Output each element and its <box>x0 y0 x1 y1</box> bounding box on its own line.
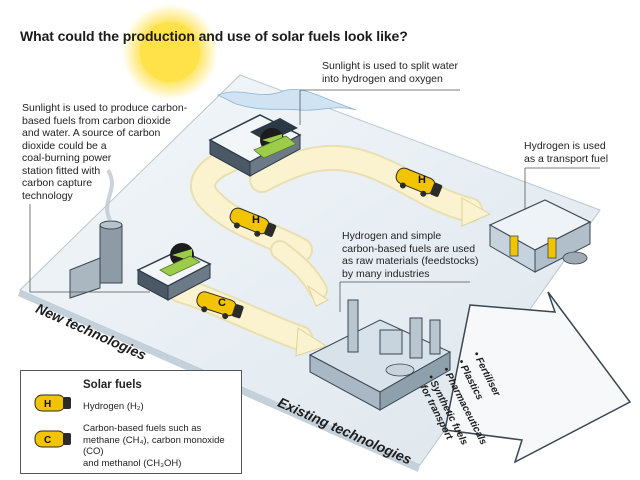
legend-line: and methanol (CH₃OH) <box>83 457 182 469</box>
legend-line: Carbon-based fuels such as <box>83 423 202 434</box>
tanker-carbon-letter: C <box>218 297 226 309</box>
callout-line: as a transport fuel <box>524 152 609 165</box>
tanker-hydrogen-1-letter: H <box>418 174 426 186</box>
callout-split-water: Sunlight is used to split water into hyd… <box>322 60 458 85</box>
callout-line: coal-burning power <box>22 152 112 164</box>
callout-line: dioxide could be a <box>22 139 107 152</box>
tanker-hydrogen-2 <box>229 207 277 237</box>
arrowhead <box>306 284 329 307</box>
arrowhead <box>295 327 328 357</box>
water-splitting-plant-icon <box>208 114 302 177</box>
river <box>217 88 357 111</box>
callout-line: carbon-based fuels are used <box>342 242 476 255</box>
legend-tanker-carbon-icon: C <box>34 430 71 448</box>
callout-line: station fitted with <box>22 164 101 177</box>
legend-hydrogen: Hydrogen (H₂) <box>83 401 144 412</box>
hydrogen-filling-station-icon <box>488 199 592 273</box>
tanker-hydrogen-2-letter: H <box>252 214 260 226</box>
callout-line: Hydrogen is used <box>524 140 606 152</box>
tanker-hydrogen-1 <box>395 167 443 197</box>
page-title: What could the production and use of sol… <box>20 28 408 44</box>
callout-feedstocks: Hydrogen and simple carbon-based fuels a… <box>342 230 479 280</box>
callout-line: based fuels from carbon dioxide <box>22 114 171 127</box>
svg-text:C: C <box>44 435 51 446</box>
legend-line: methane (CH₄), carbon monoxide (CO) <box>83 434 225 458</box>
industry-complex-icon <box>308 299 452 411</box>
legend-title: Solar fuels <box>83 379 142 391</box>
callout-line: Sunlight is used to produce carbon- <box>22 102 188 114</box>
carbon-fuel-plant-icon <box>136 243 212 301</box>
callout-line: and water. A source of carbon <box>22 127 161 139</box>
uses-arrow <box>444 291 632 464</box>
legend-carbon: Carbon-based fuels such as methane (CH₄)… <box>83 423 233 469</box>
callout-lines <box>29 89 600 312</box>
callout-line: as raw materials (feedstocks) <box>342 255 479 267</box>
svg-text:H: H <box>44 399 51 410</box>
callout-line: into hydrogen and oxygen <box>322 72 443 85</box>
callout-line: carbon capture <box>22 177 93 189</box>
legend-box: H C Solar fuels Hydrogen (H₂) Carbon-bas… <box>20 370 242 474</box>
tanker-carbon <box>196 291 244 320</box>
callout-line: Hydrogen and simple <box>342 230 442 242</box>
callout-line: Sunlight is used to split water <box>322 60 458 72</box>
sun-icon <box>122 4 218 100</box>
power-station-icon <box>69 168 123 299</box>
callout-line: technology <box>22 189 73 202</box>
callout-carbon-fuels: Sunlight is used to produce carbon- base… <box>22 102 187 202</box>
legend-tanker-hydrogen-icon: H <box>34 394 71 412</box>
arrowhead <box>461 197 492 227</box>
callout-transport: Hydrogen is used as a transport fuel <box>524 140 608 165</box>
callout-line: by many industries <box>342 267 430 280</box>
